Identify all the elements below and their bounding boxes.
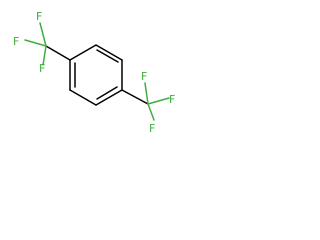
fluorine-label-right-bottom: F	[149, 122, 155, 135]
cf3-right-bond-f5	[147, 97, 170, 105]
fluorine-label-left-top: F	[36, 10, 42, 23]
fluorine-label-left-side: F	[13, 35, 19, 48]
fluorine-label-right-top: F	[141, 70, 147, 83]
trifluoromethyl-group-left: F F F	[13, 10, 71, 75]
benzene-ring	[69, 44, 123, 106]
ring-bond-5	[69, 89, 97, 106]
ring-double-bond-top-right	[96, 49, 119, 63]
fluorine-label-right-side: F	[169, 93, 175, 106]
cf3-right-bond-f6	[147, 103, 155, 121]
cf3-left-bond-f1	[39, 22, 47, 47]
fluorine-label-left-bottom: F	[39, 62, 45, 75]
cf3-right-bond-f4	[144, 82, 149, 105]
cf3-left-bond-f2	[24, 39, 47, 47]
cf3-left-bond-f3	[42, 45, 47, 66]
ring-double-bond-bottom-right	[96, 86, 118, 100]
ring-bond-2	[95, 44, 123, 61]
ring-bond-1	[69, 44, 97, 61]
ring-bond-4	[95, 89, 123, 106]
molecule-diagram: F F F F F F	[13, 10, 175, 135]
ring-to-cf3-right-bond	[121, 89, 149, 105]
ring-to-cf3-left-bond	[45, 45, 71, 61]
trifluoromethyl-group-right: F F F	[121, 70, 175, 135]
